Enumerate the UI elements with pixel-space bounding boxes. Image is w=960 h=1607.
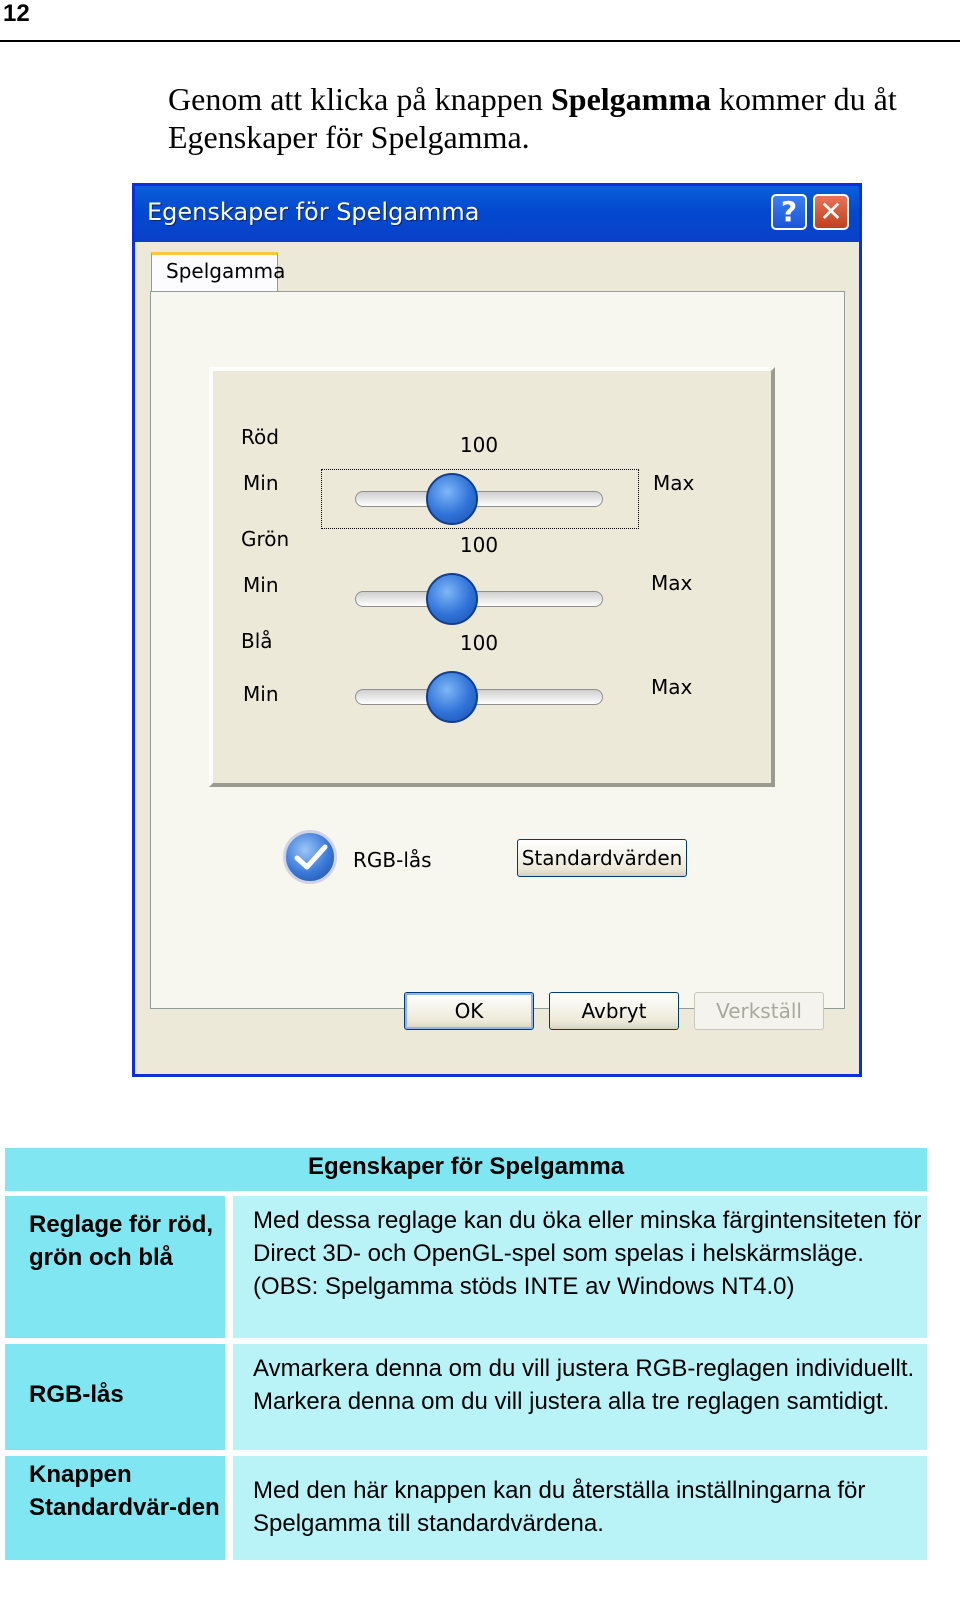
dialog-title: Egenskaper för Spelgamma	[147, 198, 480, 226]
top-rule	[0, 40, 960, 42]
green-max-label: Max	[651, 571, 693, 595]
tab-panel: Röd 100 Min Max Grön 100 Min Max Blå 100…	[150, 291, 845, 1009]
red-min-label: Min	[243, 471, 279, 495]
table-term: Reglage för röd, grön och blå	[5, 1196, 225, 1338]
blue-value: 100	[459, 631, 499, 655]
green-label: Grön	[241, 527, 290, 551]
table-description: Med den här knappen kan du återställa in…	[233, 1456, 927, 1560]
intro-bold-term: Spelgamma	[550, 81, 711, 117]
rgb-lock-label: RGB-lås	[353, 848, 432, 872]
intro-text-start: Genom att klicka på knappen	[168, 81, 551, 117]
red-slider-track[interactable]	[355, 491, 603, 507]
slider-group: Röd 100 Min Max Grön 100 Min Max Blå 100…	[209, 367, 775, 787]
checkmark-icon	[294, 844, 328, 870]
red-slider-thumb[interactable]	[425, 473, 478, 525]
table-description: Avmarkera denna om du vill justera RGB-r…	[233, 1344, 927, 1450]
table-term: RGB-lås	[5, 1344, 225, 1450]
intro-paragraph: Genom att klicka på knappen Spelgamma ko…	[168, 80, 948, 156]
green-slider-thumb[interactable]	[425, 573, 478, 625]
blue-min-label: Min	[243, 682, 279, 706]
red-max-label: Max	[653, 471, 695, 495]
page-number: 12	[3, 0, 30, 27]
blue-slider-track[interactable]	[355, 689, 603, 705]
apply-button[interactable]: Verkställ	[694, 992, 824, 1030]
blue-slider-thumb[interactable]	[425, 671, 478, 723]
ok-button[interactable]: OK	[404, 992, 534, 1030]
defaults-button[interactable]: Standardvärden	[517, 839, 687, 877]
table-term: Knappen Standardvär-den	[5, 1456, 225, 1560]
green-min-label: Min	[243, 573, 279, 597]
cancel-button[interactable]: Avbryt	[549, 992, 679, 1030]
rgb-lock-checkbox[interactable]	[283, 830, 337, 884]
gamma-dialog: Egenskaper för Spelgamma ? ✕ Spelgamma R…	[132, 183, 862, 1077]
slider-focus-outline	[321, 469, 639, 529]
dialog-titlebar[interactable]: Egenskaper för Spelgamma ? ✕	[135, 186, 859, 242]
green-value: 100	[459, 533, 499, 557]
blue-label: Blå	[241, 629, 273, 653]
green-slider-track[interactable]	[355, 591, 603, 607]
help-button[interactable]: ?	[771, 194, 807, 230]
intro-text-end: kommer du åt Egenskaper för Spelgamma.	[168, 81, 897, 155]
blue-max-label: Max	[651, 675, 693, 699]
red-value: 100	[459, 433, 499, 457]
red-label: Röd	[241, 425, 279, 449]
table-description: Med dessa reglage kan du öka eller minsk…	[233, 1196, 927, 1338]
close-button[interactable]: ✕	[813, 194, 849, 230]
tab-spelgamma[interactable]: Spelgamma	[151, 252, 285, 292]
table-header: Egenskaper för Spelgamma	[5, 1148, 927, 1191]
